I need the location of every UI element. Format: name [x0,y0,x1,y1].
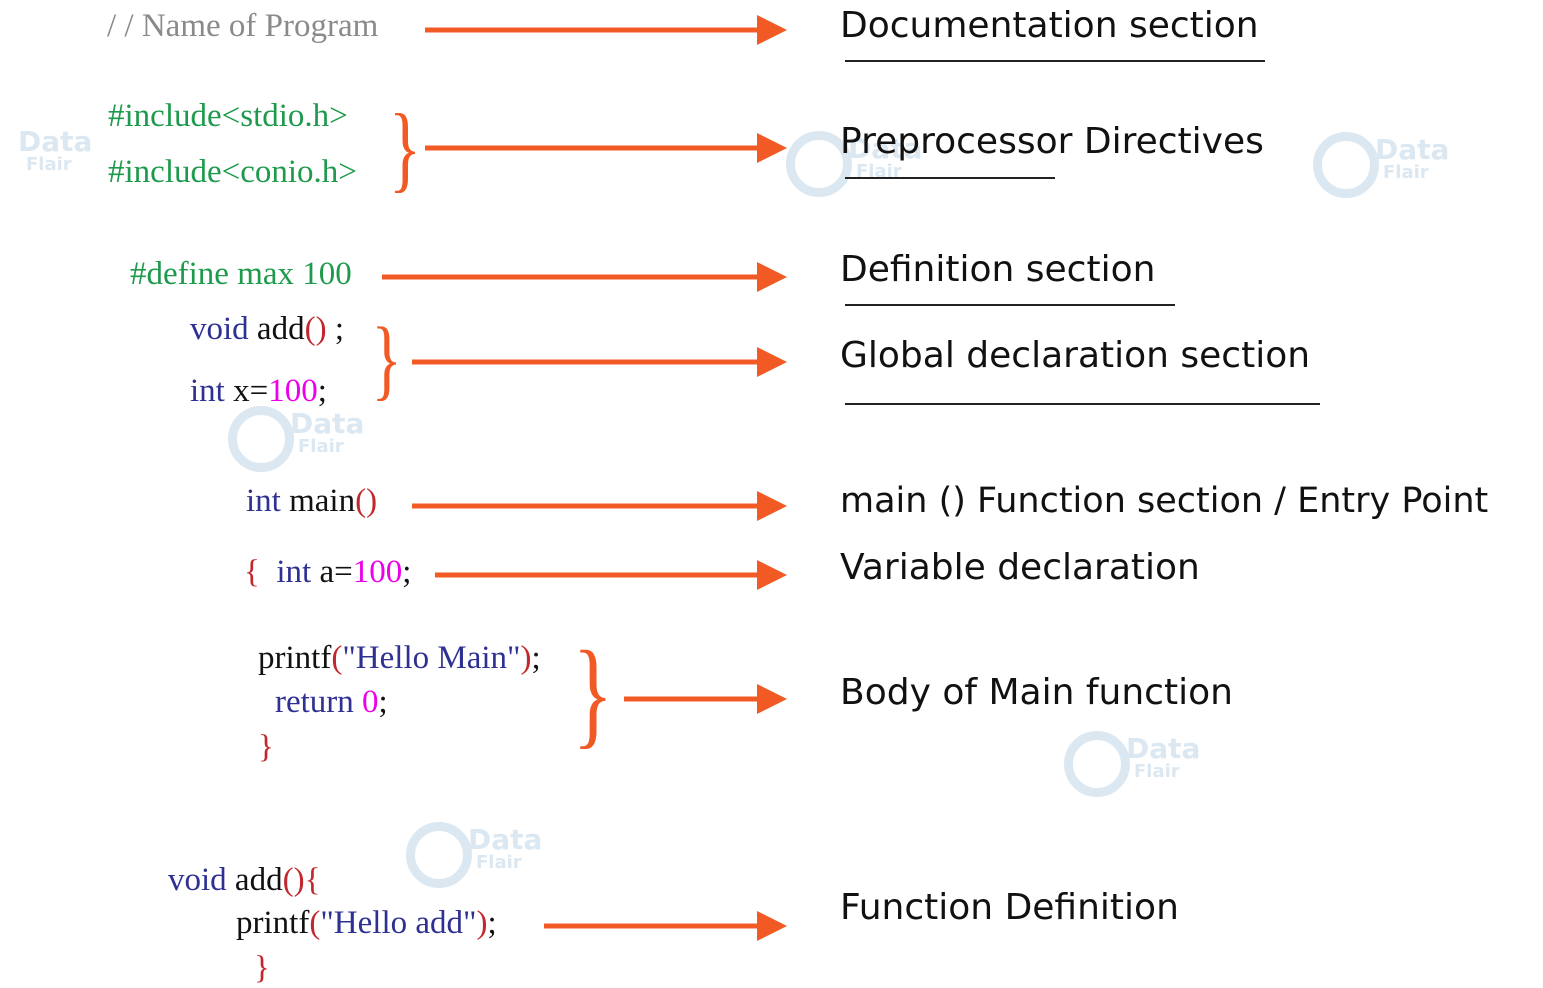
code-close-brace-main: } [258,729,274,765]
label-definition: Definition section [840,249,1156,290]
underline-definition [845,304,1175,306]
code-void-add-prototype: void add() ; [190,311,344,347]
underline-global [845,403,1320,405]
code-int-main: int main() [246,483,378,519]
code-include-conio: #include<conio.h> [108,154,357,190]
code-printf-main: printf("Hello Main"); [258,640,541,676]
label-function-definition: Function Definition [840,887,1179,928]
code-define: #define max 100 [130,256,352,292]
brace-body: } [572,626,613,759]
code-void-add-def: void add(){ [168,862,321,898]
label-preprocessor: Preprocessor Directives [840,121,1264,162]
code-include-stdio: #include<stdio.h> [108,98,348,134]
code-printf-add: printf("Hello add"); [236,905,497,941]
brace-global: } [371,310,402,409]
code-int-a: { int a=100; [244,554,412,590]
code-close-brace-add: } [254,950,270,986]
code-comment: / / Name of Program [107,8,379,44]
code-int-x: int x=100; [190,373,327,409]
brace-preprocessor: } [388,94,422,201]
underline-preprocessor [845,177,1055,179]
code-return: return 0; [275,684,388,720]
underline-documentation [845,60,1265,62]
label-main: main () Function section / Entry Point [840,481,1489,521]
label-variable: Variable declaration [840,547,1200,588]
label-documentation: Documentation section [840,5,1259,46]
label-body: Body of Main function [840,672,1233,713]
label-global: Global declaration section [840,335,1311,376]
